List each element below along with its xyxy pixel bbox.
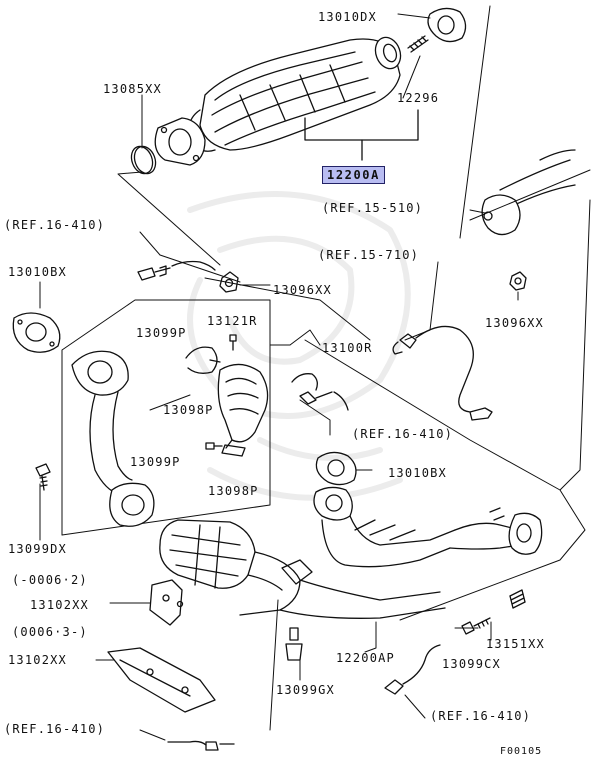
spring-13151xx xyxy=(509,589,526,609)
label-ref-16-410-a: (REF.16-410) xyxy=(4,218,106,232)
gasket-13010dx-top xyxy=(427,7,467,43)
label-13151xx: 13151XX xyxy=(486,637,545,651)
rear-pipe-upper-right xyxy=(481,149,576,236)
label-13010bx-a: 13010BX xyxy=(8,265,67,279)
label-13098p-a: 13098P xyxy=(163,403,214,417)
gasket-13010bx-left xyxy=(12,312,61,353)
label-ref-16-410-c: (REF.16-410) xyxy=(4,722,106,736)
oxygen-sensor-lower-right xyxy=(384,644,441,695)
label-ref-15-510: (REF.15-510) xyxy=(322,201,424,215)
group-frame xyxy=(61,169,591,621)
bolt-13099gx xyxy=(285,627,303,661)
lower-left-catalyst xyxy=(159,519,446,619)
label-12296: 12296 xyxy=(397,91,440,105)
nut-13096xx-left xyxy=(219,271,239,293)
label-date-b: (0006·3-) xyxy=(12,625,88,639)
figure-code: F00105 xyxy=(500,746,543,757)
label-12200a-highlight[interactable]: 12200A xyxy=(322,166,385,184)
label-13102xx-a: 13102XX xyxy=(30,598,89,612)
oxygen-sensor-ref15-710 xyxy=(392,325,493,421)
label-ref-16-410-d: (REF.16-410) xyxy=(430,709,532,723)
label-12200ap: 12200AP xyxy=(336,651,395,665)
label-13099gx: 13099GX xyxy=(276,683,335,697)
label-13099p-b: 13099P xyxy=(130,455,181,469)
label-13121r: 13121R xyxy=(207,314,258,328)
label-13098p-b: 13098P xyxy=(208,484,259,498)
upper-catalytic-converter xyxy=(188,36,402,152)
label-13010dx: 13010DX xyxy=(318,10,377,24)
oxygen-sensor-mid xyxy=(291,373,349,411)
label-date-a: (-0006·2) xyxy=(12,573,88,587)
oxygen-sensor-bottom-left xyxy=(167,740,235,751)
bolt-13099p-upper xyxy=(229,334,237,351)
clamp-13098p-upper xyxy=(185,346,221,374)
clamp-13098p-lower xyxy=(221,444,246,457)
leader-lines xyxy=(39,5,519,741)
label-13010bx-b: 13010BX xyxy=(388,466,447,480)
label-13102xx-b: 13102XX xyxy=(8,653,67,667)
nut-13096xx-right xyxy=(509,271,527,291)
label-13099dx: 13099DX xyxy=(8,542,67,556)
bolt-13099cx xyxy=(461,617,491,635)
bracket-13102xx-lower xyxy=(107,647,216,713)
label-ref-15-710: (REF.15-710) xyxy=(318,248,420,262)
front-pipe-13100r xyxy=(71,350,155,527)
bracket-13102xx-upper xyxy=(149,579,184,626)
label-13100r: 13100R xyxy=(322,341,373,355)
label-13096xx-a: 13096XX xyxy=(273,283,332,297)
label-13099p-a: 13099P xyxy=(136,326,187,340)
oxygen-sensor-upper-left xyxy=(137,260,216,281)
label-13096xx-b: 13096XX xyxy=(485,316,544,330)
stud-12296 xyxy=(407,35,429,53)
label-13085xx: 13085XX xyxy=(103,82,162,96)
upper-flange-left xyxy=(154,117,206,166)
bolt-13099dx xyxy=(35,463,51,491)
gasket-13010bx-mid xyxy=(315,451,357,486)
gasket-ring-13085xx xyxy=(130,145,157,175)
bolt-13099p-lower xyxy=(205,442,223,450)
lower-pipe-12200ap xyxy=(313,486,543,568)
heat-shield-13121r xyxy=(217,363,269,449)
label-13099cx: 13099CX xyxy=(442,657,501,671)
label-ref-16-410-b: (REF.16-410) xyxy=(352,427,454,441)
